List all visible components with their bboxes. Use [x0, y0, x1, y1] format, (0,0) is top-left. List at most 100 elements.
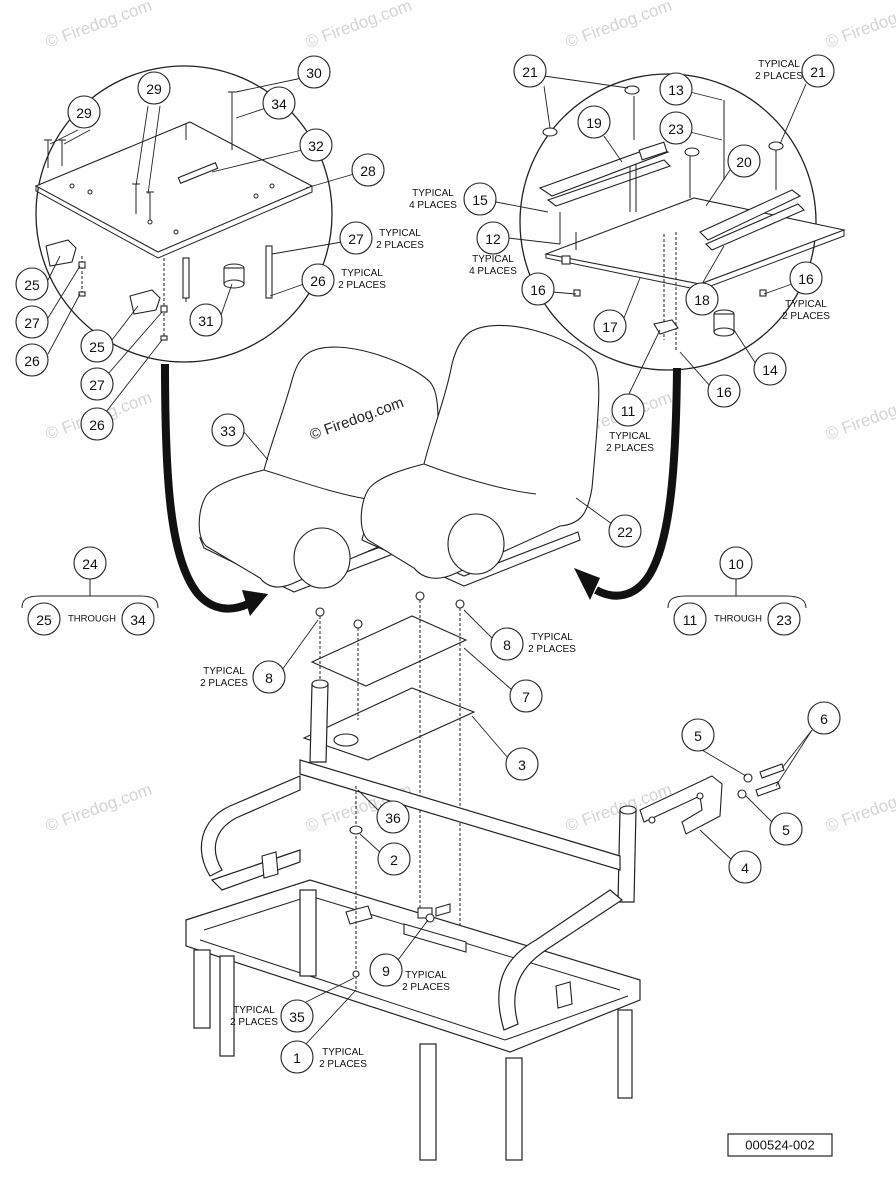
callout-bubble: 21 — [513, 54, 547, 88]
callout-bubble: 12 — [476, 221, 510, 255]
callout-bubble: 18 — [685, 282, 719, 316]
callout-bubble: 25 — [15, 267, 49, 301]
callout-bubble: 34 — [262, 86, 296, 120]
callout-circle — [767, 602, 801, 636]
callout-circle — [659, 72, 693, 106]
callout-number: 36 — [385, 810, 401, 826]
callout-number: 26 — [24, 353, 40, 369]
callout-bubble: 29 — [137, 71, 171, 105]
callout-bubble: 13 — [659, 72, 693, 106]
callout-bubble: 30 — [297, 55, 331, 89]
callout-number: 23 — [668, 121, 684, 137]
callout-number: 13 — [668, 82, 684, 98]
callout-number: 27 — [89, 377, 105, 393]
callout-circle — [137, 71, 171, 105]
callout-circle — [707, 374, 741, 408]
callout-circle — [753, 352, 787, 386]
callout-bubble: 27 — [15, 305, 49, 339]
callout-bubble: 34 — [121, 602, 155, 636]
typical-note: TYPICAL — [609, 431, 651, 442]
callout-circle — [681, 718, 715, 752]
callout-number: 21 — [522, 64, 538, 80]
callout-bubble: 32 — [299, 128, 333, 162]
callout-circle — [15, 305, 49, 339]
callout-circle — [299, 128, 333, 162]
typical-note: 2 PLACES — [402, 982, 450, 993]
typical-note: 4 PLACES — [409, 200, 457, 211]
callout-circle — [80, 367, 114, 401]
callout-number: 12 — [485, 231, 501, 247]
callout-number: 25 — [36, 612, 52, 628]
callout-bubble: 19 — [577, 105, 611, 139]
callout-bubble: 11 — [611, 393, 645, 427]
callout-number: 30 — [306, 65, 322, 81]
callout-bubble: 24 — [73, 546, 107, 580]
callout-bubble: 8 — [252, 660, 286, 694]
callout-bubble: 27 — [80, 367, 114, 401]
callout-bubble: 28 — [351, 153, 385, 187]
callout-circle — [301, 263, 335, 297]
callout-number: 27 — [24, 315, 40, 331]
callout-bubble: 23 — [767, 602, 801, 636]
callout-number: 17 — [602, 319, 618, 335]
callout-circle — [252, 660, 286, 694]
callout-number: 34 — [271, 96, 287, 112]
typical-note: 2 PLACES — [230, 1017, 278, 1028]
callout-number: 16 — [530, 282, 546, 298]
callout-number: 23 — [776, 612, 792, 628]
callout-circle — [719, 546, 753, 580]
callout-circle — [685, 282, 719, 316]
callout-circle — [608, 514, 642, 548]
callout-bubble: 16 — [707, 374, 741, 408]
callout-circle — [80, 407, 114, 441]
callout-circle — [339, 221, 373, 255]
callout-circle — [73, 546, 107, 580]
callout-bubble: 26 — [80, 407, 114, 441]
callout-number: 33 — [220, 423, 236, 439]
typical-note: 2 PLACES — [338, 280, 386, 291]
callout-bubble: 21 — [801, 54, 835, 88]
callout-bubble: 16 — [521, 272, 555, 306]
callout-circle — [801, 54, 835, 88]
callout-circle — [262, 86, 296, 120]
callout-number: 8 — [503, 637, 511, 653]
callout-circle — [67, 95, 101, 129]
callout-number: 25 — [24, 277, 40, 293]
callout-circle — [611, 393, 645, 427]
callout-number: 14 — [762, 362, 778, 378]
callout-number: 8 — [265, 670, 273, 686]
callout-bubble: 23 — [659, 111, 693, 145]
callout-number: 11 — [683, 612, 698, 628]
typical-note: 2 PLACES — [376, 240, 424, 251]
typical-note: TYPICAL — [322, 1047, 364, 1058]
typical-note: TYPICAL — [233, 1005, 275, 1016]
callout-circle — [351, 153, 385, 187]
callout-circle — [769, 812, 803, 846]
typical-note: TYPICAL — [341, 268, 383, 279]
group-brackets — [21, 578, 807, 609]
seat-frame — [185, 591, 785, 1161]
callout-number: 3 — [518, 757, 526, 773]
callout-bubble: 14 — [753, 352, 787, 386]
leader-lines — [47, 75, 813, 1045]
typical-note: TYPICAL — [758, 59, 800, 70]
drawing-code-box: 000524-002 — [727, 1133, 833, 1157]
callout-circle — [513, 54, 547, 88]
callout-number: 20 — [736, 154, 752, 170]
typical-note: TYPICAL — [379, 228, 421, 239]
callout-bubble: 27 — [339, 221, 373, 255]
callout-circle — [577, 105, 611, 139]
typical-note: 2 PLACES — [755, 71, 803, 82]
typical-note: TYPICAL — [405, 970, 447, 981]
through-label-right: THROUGH — [714, 614, 762, 625]
callout-bubble: 29 — [67, 95, 101, 129]
callout-bubble: 25 — [27, 602, 61, 636]
typical-note: 4 PLACES — [469, 266, 517, 277]
callout-number: 6 — [820, 711, 828, 727]
callout-circle — [27, 602, 61, 636]
callout-bubble: 35 — [280, 999, 314, 1033]
callout-bubble: 5 — [681, 718, 715, 752]
callout-bubble: 26 — [15, 343, 49, 377]
